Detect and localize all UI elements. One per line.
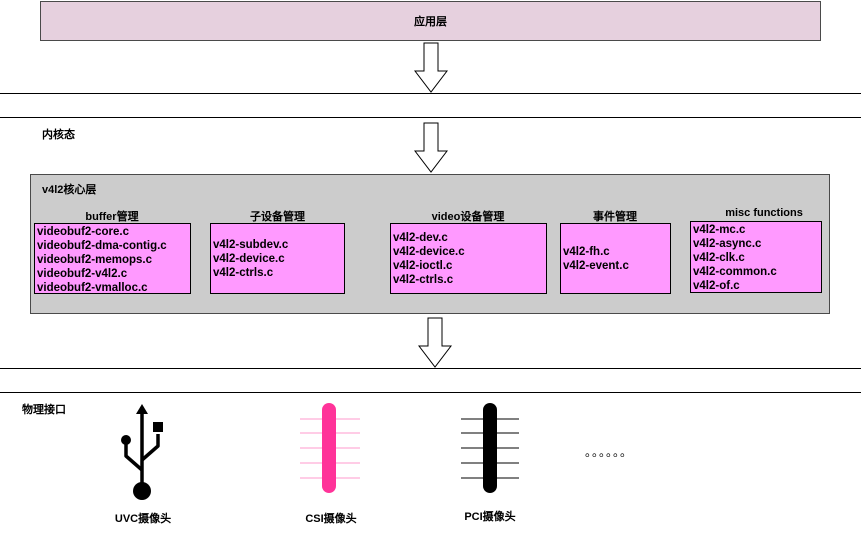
file-item: videobuf2-dma-contig.c [37,240,167,252]
file-item: v4l2-async.c [693,238,762,250]
csi-camera-label: CSI摄像头 [305,513,357,525]
group-title-event: 事件管理 [593,211,637,223]
app-layer-box: 应用层 [40,1,821,41]
file-item: videobuf2-memops.c [37,254,153,266]
pci-connector-icon [461,403,519,493]
divider-line [0,392,861,393]
file-item: v4l2-device.c [213,253,285,265]
pci-camera-label: PCI摄像头 [464,511,516,523]
file-item: videobuf2-core.c [37,226,130,238]
file-list-video: v4l2-dev.c v4l2-device.c v4l2-ioctl.c v4… [390,223,547,294]
physical-section-label: 物理接口 [22,404,66,416]
down-arrow-icon [417,317,453,368]
usb-icon [121,404,163,500]
file-list-event: v4l2-fh.c v4l2-event.c [560,223,671,294]
file-item: videobuf2-v4l2.c [37,268,128,280]
divider-line [0,117,861,118]
down-arrow-icon [413,42,449,93]
group-title-buffer: buffer管理 [85,211,139,223]
v4l2-core-title: v4l2核心层 [42,184,97,196]
file-item: v4l2-common.c [693,266,777,278]
file-item: videobuf2-vmalloc.c [37,282,148,294]
app-layer-label: 应用层 [414,16,447,28]
file-item: v4l2-device.c [393,246,465,258]
file-item: v4l2-clk.c [693,252,745,264]
group-title-subdev: 子设备管理 [250,211,305,223]
file-item: v4l2-ioctl.c [393,260,453,272]
group-title-misc: misc functions [725,207,803,219]
divider-line [0,93,861,94]
file-item: v4l2-fh.c [563,246,610,258]
file-item: v4l2-dev.c [393,232,448,244]
file-list-misc: v4l2-mc.c v4l2-async.c v4l2-clk.c v4l2-c… [690,221,822,293]
group-title-video: video设备管理 [431,211,505,223]
more-ellipsis: 。。。。。。 [585,445,634,459]
file-list-subdev: v4l2-subdev.c v4l2-device.c v4l2-ctrls.c [210,223,345,294]
file-item: v4l2-mc.c [693,224,746,236]
divider-line [0,368,861,369]
kernel-section-label: 内核态 [42,129,75,141]
down-arrow-icon [413,122,449,173]
file-list-buffer: videobuf2-core.c videobuf2-dma-contig.c … [34,223,191,294]
uvc-camera-label: UVC摄像头 [114,513,172,525]
file-item: v4l2-of.c [693,280,740,292]
file-item: v4l2-ctrls.c [213,267,274,279]
file-item: v4l2-subdev.c [213,239,289,251]
csi-connector-icon [300,403,360,493]
file-item: v4l2-ctrls.c [393,274,454,286]
file-item: v4l2-event.c [563,260,629,272]
